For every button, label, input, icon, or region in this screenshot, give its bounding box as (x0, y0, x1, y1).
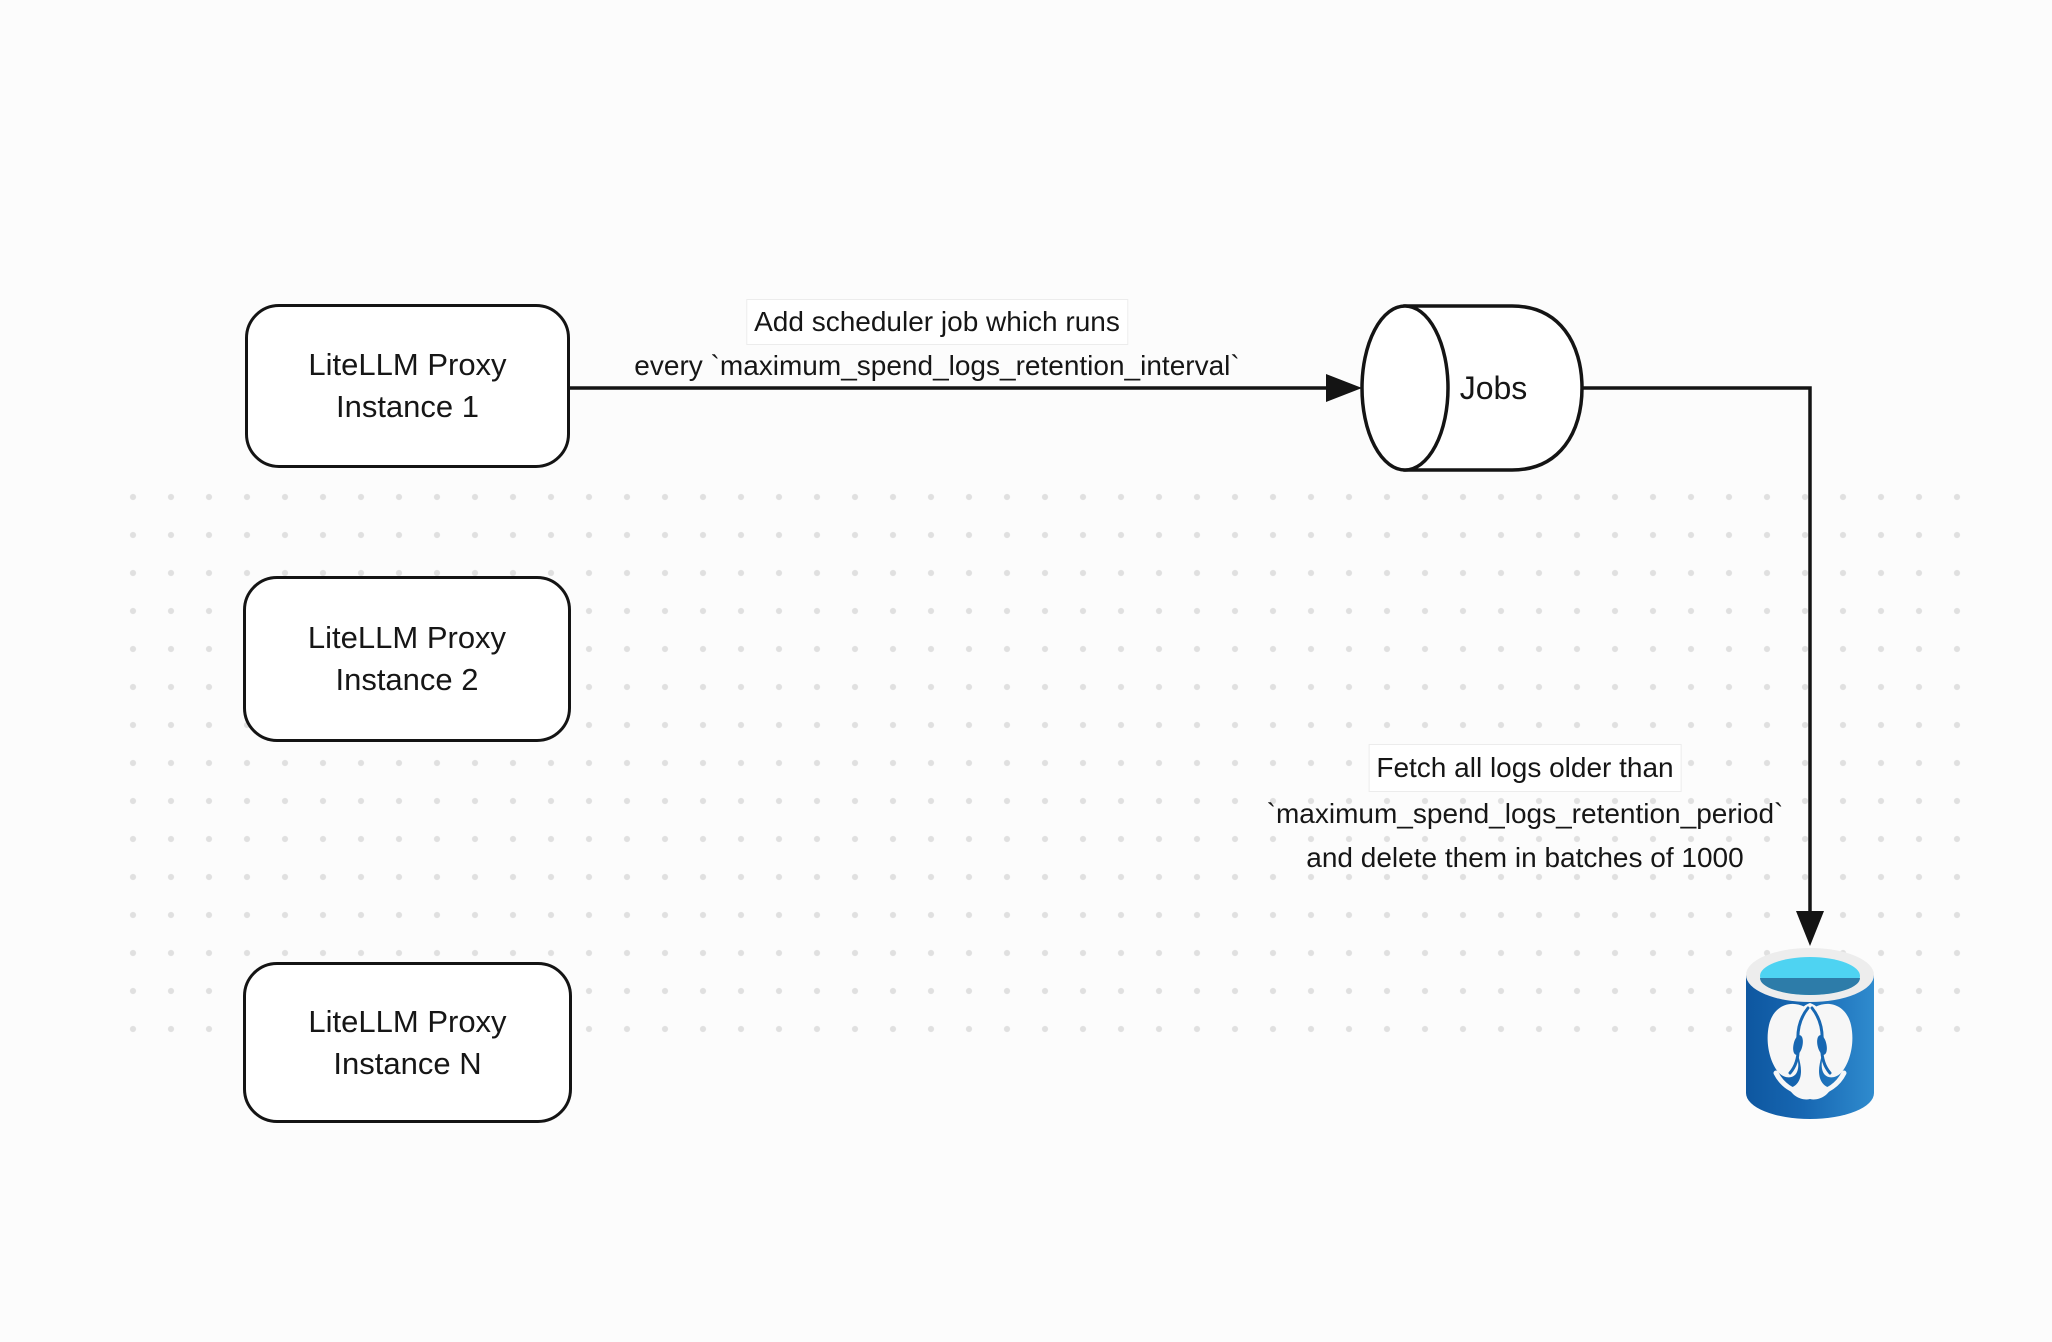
pg-inner-dark (1760, 978, 1860, 995)
edge-label-line: and delete them in batches of 1000 (1306, 842, 1744, 873)
edge-label-scheduler: Add scheduler job which runs every `maxi… (634, 299, 1240, 387)
node-label-line: Instance 2 (335, 662, 479, 697)
node-litellm-proxy-instance-n: LiteLLM Proxy Instance N (243, 962, 572, 1123)
node-label-line: LiteLLM Proxy (308, 1003, 507, 1039)
edge-label-line: Fetch all logs older than (1368, 744, 1682, 792)
node-label-line: Instance N (333, 1045, 482, 1081)
edge-label-line: every `maximum_spend_logs_retention_inte… (634, 350, 1240, 381)
postgresql-icon (1746, 948, 1874, 1119)
jobs-cylinder-shape (1360, 304, 1584, 472)
edge-label-fetch: Fetch all logs older than `maximum_spend… (1266, 744, 1784, 880)
node-litellm-proxy-instance-2: LiteLLM Proxy Instance 2 (243, 576, 571, 742)
elephant-icon (1767, 1003, 1853, 1100)
node-litellm-proxy-instance-1: LiteLLM Proxy Instance 1 (245, 304, 570, 468)
edge-label-line: Add scheduler job which runs (746, 299, 1128, 345)
node-label-line: LiteLLM Proxy (307, 620, 507, 655)
node-label-line: Instance 1 (335, 389, 480, 424)
arrow-scheduler (570, 374, 1362, 402)
node-jobs-label: Jobs (1405, 306, 1582, 470)
edge-label-line: `maximum_spend_logs_retention_period` (1266, 798, 1784, 829)
arrowhead-right-icon (1326, 374, 1362, 402)
arrowhead-down-icon (1796, 911, 1824, 946)
node-label-line: LiteLLM Proxy (308, 347, 507, 382)
jobs-text: Jobs (1459, 369, 1528, 406)
arrow-fetch (1583, 386, 1824, 946)
